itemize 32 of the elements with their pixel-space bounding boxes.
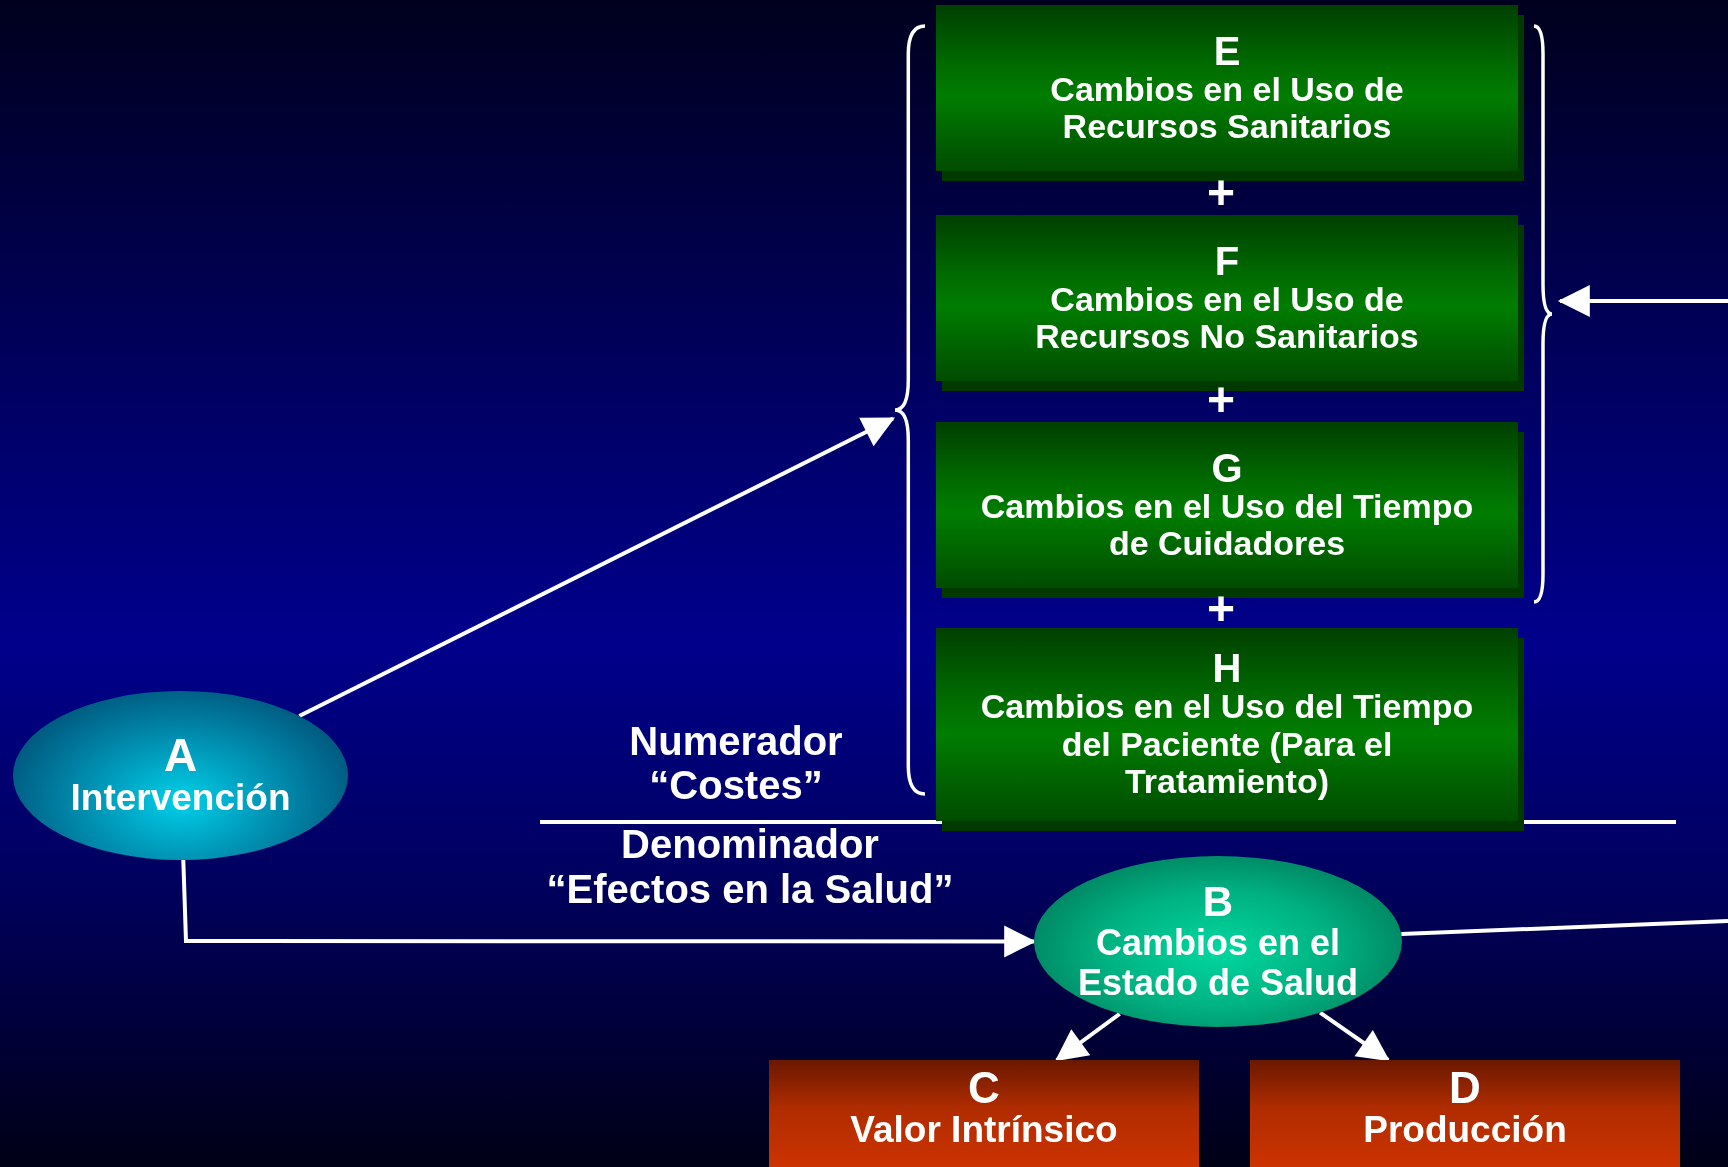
node-letter: B xyxy=(1202,880,1234,923)
outcome-box xyxy=(769,1060,1199,1167)
arrow xyxy=(1557,284,1728,317)
arrow xyxy=(298,416,895,718)
node-letter: D xyxy=(1449,1066,1481,1110)
fraction-label: “Costes” xyxy=(649,763,823,807)
node-letter: E xyxy=(1213,30,1241,71)
node-label: Cambios en el Uso del Tiempo de Cuidadores xyxy=(979,487,1475,563)
arrow xyxy=(1054,1012,1121,1062)
node-letter: A xyxy=(163,732,198,779)
fraction-label: “Efectos en la Salud” xyxy=(546,867,954,911)
arrow xyxy=(1318,1010,1390,1062)
curly-brace xyxy=(1532,24,1554,604)
curly-brace xyxy=(893,24,927,796)
node-label: Cambios en el Uso de Recursos No Sanitarios xyxy=(1034,280,1420,356)
node-letter: C xyxy=(968,1066,1000,1110)
node-letter: F xyxy=(1214,240,1240,281)
node-label: Cambios en el Uso del Tiempo del Paciente (Para el Tratamiento) xyxy=(979,688,1475,801)
node-letter: G xyxy=(1211,447,1243,488)
connector-line xyxy=(1401,919,1728,937)
node-label: Cambios en el Estado de Salud xyxy=(1076,922,1360,1003)
plus-sign: + xyxy=(1207,583,1235,636)
plus-sign: + xyxy=(1207,374,1235,427)
node-label: Intervención xyxy=(70,778,291,819)
outcome-box xyxy=(1250,1060,1680,1167)
node-label: Valor Intrínsico xyxy=(850,1110,1118,1151)
node-label: Cambios en el Uso de Recursos Sanitarios xyxy=(1049,70,1405,146)
node-label: Producción xyxy=(1363,1110,1567,1151)
fraction-label: Numerador xyxy=(629,719,843,763)
node-letter: H xyxy=(1212,648,1242,689)
plus-sign: + xyxy=(1207,167,1235,220)
fraction-label: Denominador xyxy=(621,822,879,866)
